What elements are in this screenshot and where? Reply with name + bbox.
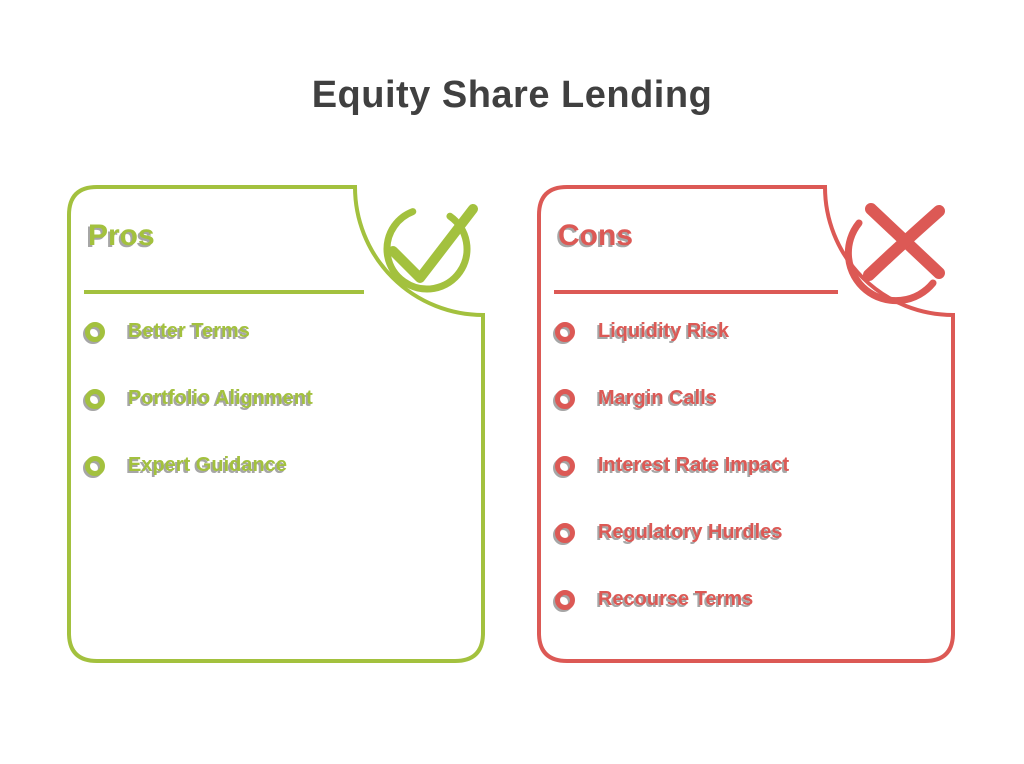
pros-card-border <box>67 185 485 663</box>
pros-divider <box>84 290 364 294</box>
circle-bullet-icon <box>555 522 575 543</box>
cons-item-label: Margin Calls <box>598 387 717 409</box>
cons-item-label: Interest Rate Impact <box>598 454 790 476</box>
pros-item-label: Portfolio Alignment <box>128 387 313 409</box>
circle-bullet-icon <box>555 388 575 409</box>
circle-bullet-icon <box>555 589 575 610</box>
list-item: Better Terms <box>83 298 477 365</box>
list-item: Portfolio Alignment <box>83 365 477 432</box>
circle-bullet-icon <box>85 321 105 342</box>
page-title: Equity Share Lending <box>311 74 713 116</box>
cons-item-label: Liquidity Risk <box>598 320 730 342</box>
list-item: Expert Guidance <box>83 432 477 499</box>
cons-divider <box>554 290 838 294</box>
pros-heading: Pros <box>88 219 155 252</box>
cons-card-frame <box>537 185 955 663</box>
check-icon <box>383 204 478 293</box>
list-item: Margin Calls <box>553 365 947 432</box>
cons-heading: Cons <box>558 219 633 252</box>
list-item: Liquidity Risk <box>553 298 947 365</box>
pros-item-label: Expert Guidance <box>128 454 287 476</box>
circle-bullet-icon <box>85 455 105 476</box>
circle-bullet-icon <box>85 388 105 409</box>
pros-card-frame <box>67 185 485 663</box>
cons-card-border <box>537 185 955 663</box>
cons-list: Liquidity Risk Margin Calls Interest Rat… <box>553 298 947 633</box>
x-icon <box>844 203 945 305</box>
circle-bullet-icon <box>555 455 575 476</box>
list-item: Interest Rate Impact <box>553 432 947 499</box>
circle-bullet-icon <box>555 321 575 342</box>
cons-card: Cons Liquidity Risk Margin Calls Interes… <box>537 185 957 663</box>
cons-item-label: Recourse Terms <box>598 588 754 610</box>
pros-card: Pros Better Terms Portfolio Alignment Ex… <box>67 185 487 663</box>
pros-list: Better Terms Portfolio Alignment Expert … <box>83 298 477 499</box>
pros-item-label: Better Terms <box>128 320 250 342</box>
cons-item-label: Regulatory Hurdles <box>598 521 783 543</box>
list-item: Recourse Terms <box>553 566 947 633</box>
list-item: Regulatory Hurdles <box>553 499 947 566</box>
